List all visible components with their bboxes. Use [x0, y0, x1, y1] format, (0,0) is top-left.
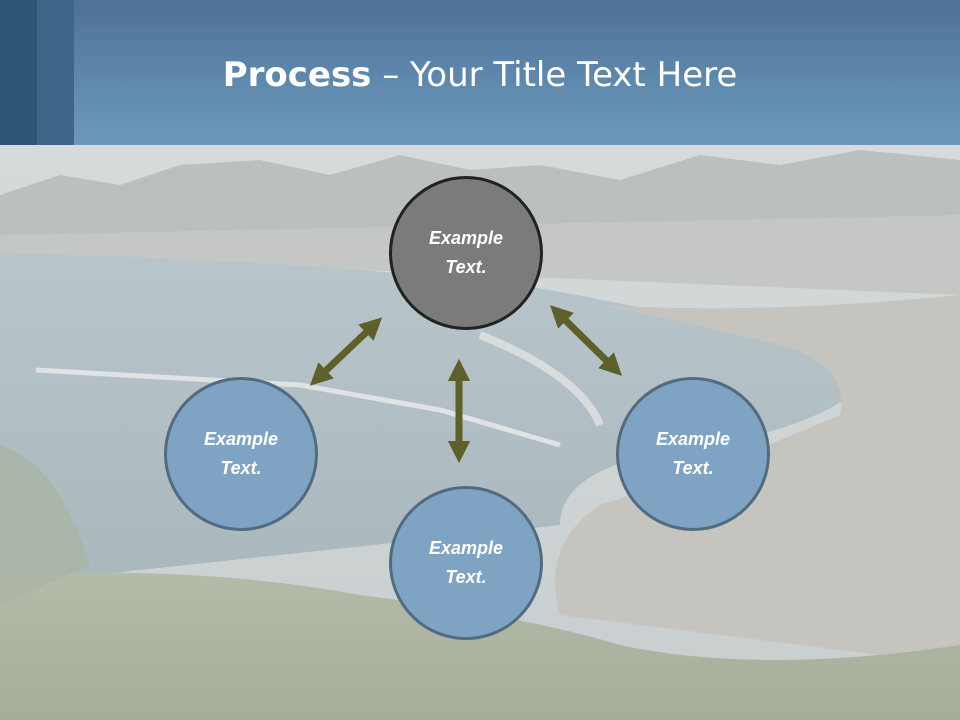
- node-right: Example Text.: [616, 377, 770, 531]
- node-bottom-text: Example Text.: [428, 538, 504, 587]
- slide-title: Process – Your Title Text Here: [0, 52, 960, 98]
- foreground-vegetation: [0, 572, 960, 720]
- slide-title-rest: – Your Title Text Here: [371, 55, 738, 95]
- header-accent-dark: [0, 0, 37, 145]
- slide-title-bold: Process: [222, 55, 372, 95]
- node-bottom: Example Text.: [389, 486, 543, 640]
- header-bar: Process – Your Title Text Here: [0, 0, 960, 145]
- arrow-center-right: [550, 305, 622, 376]
- node-center: Example Text.: [389, 176, 543, 330]
- node-left: Example Text.: [164, 377, 318, 531]
- node-center-text: Example Text.: [428, 228, 504, 277]
- left-hill: [0, 445, 90, 605]
- arrow-center-left: [309, 317, 383, 386]
- breakwater: [35, 367, 561, 448]
- node-right-text: Example Text.: [655, 429, 731, 478]
- harbor-pier: [478, 331, 604, 427]
- node-left-text: Example Text.: [203, 429, 279, 478]
- header-accent-mid: [37, 0, 74, 145]
